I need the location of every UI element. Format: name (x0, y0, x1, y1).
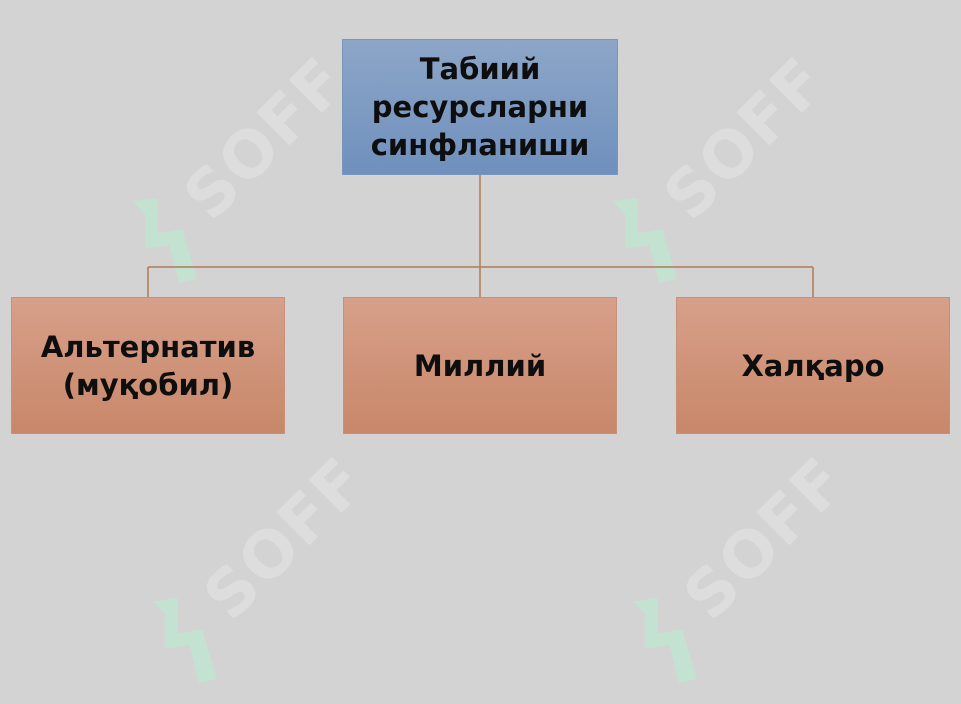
child-node-national: Миллий (343, 297, 617, 434)
soff-logo-icon (612, 197, 677, 283)
child-node-label: Миллий (413, 348, 547, 383)
child-node-label: Халқаро (741, 348, 885, 383)
root-node: Табиий ресурсларни синфланиши (342, 39, 618, 175)
root-node-label: Табиий ресурсларни синфланиши (370, 52, 590, 162)
slide-canvas: SOFF SOFF SOFF SOFF Табиий ресурсларни с… (11, 31, 950, 683)
child-node-label: Альтернатив (муқобил) (40, 329, 256, 402)
child-node-international: Халқаро (676, 297, 950, 434)
watermark: SOFF (581, 31, 854, 304)
connector-lines (147, 175, 814, 297)
watermark: SOFF (101, 31, 374, 304)
child-node-alternative: Альтернатив (муқобил) (11, 297, 285, 434)
soff-logo-icon (132, 197, 197, 283)
